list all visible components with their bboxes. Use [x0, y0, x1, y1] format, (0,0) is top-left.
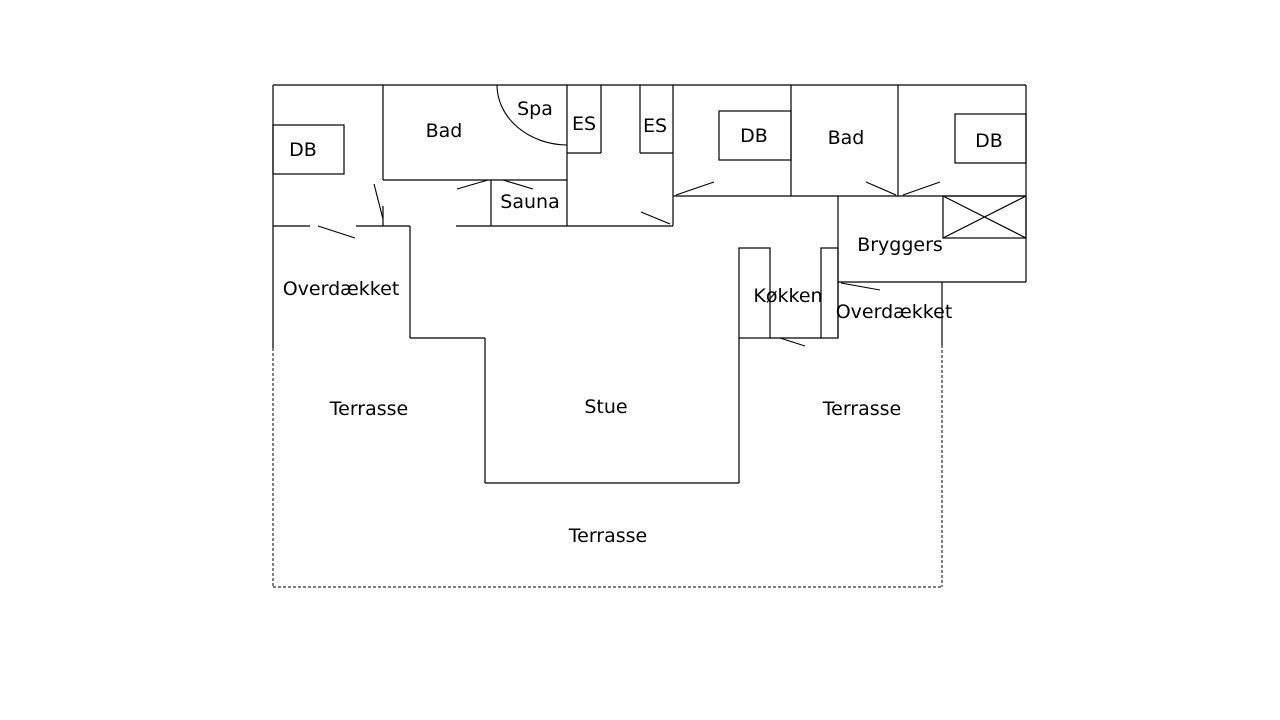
room-labels: DB Bad Spa ES ES Sauna DB Bad DB Brygger… — [283, 98, 1003, 547]
label-bad-right: Bad — [828, 127, 865, 149]
label-overdaekket-right: Overdækket — [836, 301, 953, 323]
label-db-right: DB — [975, 130, 1003, 152]
label-es-left: ES — [572, 113, 596, 135]
label-terrasse-left: Terrasse — [329, 398, 409, 420]
label-koekken: Køkken — [753, 285, 822, 307]
living-room — [409, 226, 740, 484]
bedrooms-right — [673, 85, 1027, 197]
label-terrasse-bottom: Terrasse — [568, 525, 648, 547]
terrace-boundary — [272, 345, 943, 588]
label-db-mid: DB — [740, 125, 768, 147]
label-spa: Spa — [517, 98, 553, 120]
label-stue: Stue — [584, 396, 627, 418]
label-terrasse-right: Terrasse — [822, 398, 902, 420]
bath-spa-sauna — [383, 84, 673, 227]
label-bryggers: Bryggers — [857, 234, 943, 256]
label-overdaekket-left: Overdækket — [283, 278, 400, 300]
bedroom-top-left — [272, 85, 410, 227]
label-bad-left: Bad — [426, 120, 463, 142]
closets — [567, 85, 674, 226]
label-es-right: ES — [643, 115, 667, 137]
label-sauna: Sauna — [500, 191, 559, 213]
door-swings — [317, 179, 941, 347]
kitchen — [738, 247, 839, 339]
label-db-left: DB — [289, 139, 317, 161]
